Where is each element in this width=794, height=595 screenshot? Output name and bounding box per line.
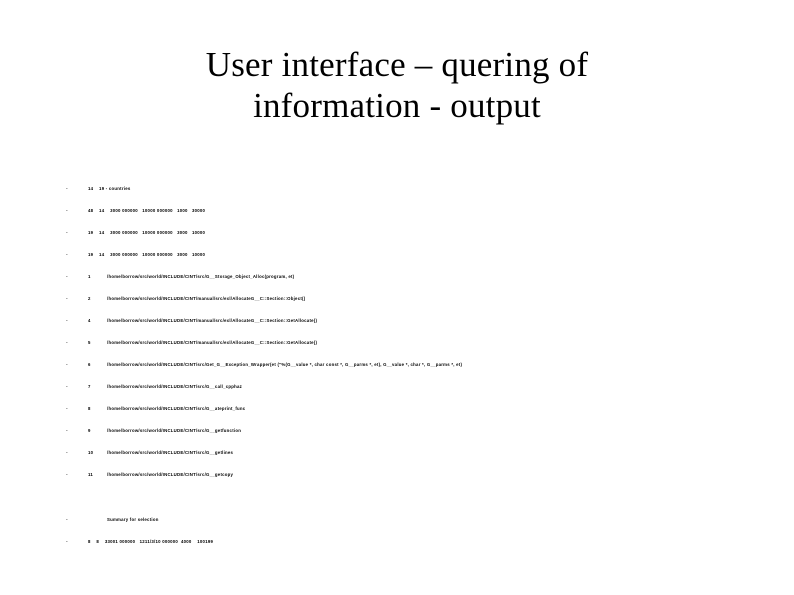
list-item-index: 7 — [88, 384, 91, 389]
list-item-index: 2 — [88, 296, 91, 301]
list-item-index: 8 — [88, 406, 91, 411]
list-item-text: /home/borrow/src/world/INCLUDE/CINT/src/… — [107, 428, 242, 433]
list-item: - 8 /home/borrow/src/world/INCLUDE/CINT/… — [0, 398, 794, 420]
slide-title-line-1: User interface – quering of — [205, 45, 589, 84]
list-item: - 6 /home/borrow/src/world/INCLUDE/CINT/… — [0, 354, 794, 376]
bullet-marker: - — [66, 208, 68, 214]
list-item-text: /home/borrow/src/world/INCLUDE/CINT/src/… — [107, 406, 246, 411]
list-item: - 10 /home/borrow/src/world/INCLUDE/CINT… — [0, 442, 794, 464]
list-item-text: /home/borrow/src/world/INCLUDE/CINT/manu… — [107, 340, 318, 345]
list-item-text: /home/borrow/src/world/INCLUDE/CINT/src/… — [107, 274, 295, 279]
list-item: - 11 /home/borrow/src/world/INCLUDE/CINT… — [0, 464, 794, 486]
list-item: - 1 /home/borrow/src/world/INCLUDE/CINT/… — [0, 266, 794, 288]
list-item-text: /home/borrow/src/world/INCLUDE/CINT/src/… — [107, 450, 234, 455]
slide-title-line-2: information - output — [253, 86, 541, 126]
list-item: - 2 /home/borrow/src/world/INCLUDE/CINT/… — [0, 288, 794, 310]
bullet-marker: - — [66, 384, 68, 390]
list-item-text: 48 14 3000 000000 10000 000000 1000 3000… — [88, 208, 206, 213]
bullet-marker: - — [66, 252, 68, 258]
bullet-marker: - — [66, 472, 68, 478]
list-item-index: 4 — [88, 318, 91, 323]
list-item-index: 11 — [88, 472, 94, 477]
bullet-marker: - — [66, 450, 68, 456]
list-item: - 19 14 3000 000000 10000 000000 3000 10… — [0, 244, 794, 266]
bullet-marker: - — [66, 517, 68, 523]
bullet-marker: - — [66, 539, 68, 545]
bullet-marker: - — [66, 428, 68, 434]
list-item-text: /home/borrow/src/world/INCLUDE/CINT/src/… — [107, 472, 234, 477]
bullet-marker: - — [66, 340, 68, 346]
bullet-marker: - — [66, 406, 68, 412]
bullet-marker: - — [66, 318, 68, 324]
list-item-text: 8 8 33001 000000 1211/3/10 000000 4000 1… — [88, 539, 214, 544]
bullet-marker: - — [66, 274, 68, 280]
list-item: - 9 /home/borrow/src/world/INCLUDE/CINT/… — [0, 420, 794, 442]
list-item-index: 1 — [88, 274, 91, 279]
list-item-text: 19 14 3000 000000 10000 000000 3000 1000… — [88, 230, 206, 235]
slide-body-list: - 14 19 - countries - 48 14 3000 000000 … — [0, 178, 794, 553]
list-item-index: 5 — [88, 340, 91, 345]
summary-label: Summary for selection — [107, 517, 159, 522]
bullet-marker: - — [66, 296, 68, 302]
list-item-text: /home/borrow/src/world/INCLUDE/CINT/manu… — [107, 318, 318, 323]
list-item: - 19 14 3000 000000 10000 000000 3000 10… — [0, 222, 794, 244]
list-item-text: 14 19 - countries — [88, 186, 131, 191]
list-item: - 7 /home/borrow/src/world/INCLUDE/CINT/… — [0, 376, 794, 398]
list-item-text: 19 14 3000 000000 10000 000000 3000 1000… — [88, 252, 206, 257]
list-item-summary: - Summary for selection — [0, 509, 794, 531]
list-item-index: 9 — [88, 428, 91, 433]
list-item-text: /home/borrow/src/world/INCLUDE/CINT/src/… — [107, 384, 243, 389]
bullet-marker: - — [66, 230, 68, 236]
list-item-text: /home/borrow/src/world/INCLUDE/CINT/src/… — [107, 362, 463, 367]
list-item-index: 6 — [88, 362, 91, 367]
slide-title: User interface – quering of information … — [57, 44, 737, 127]
list-item: - 48 14 3000 000000 10000 000000 1000 30… — [0, 200, 794, 222]
list-item: - 4 /home/borrow/src/world/INCLUDE/CINT/… — [0, 310, 794, 332]
list-item-index: 10 — [88, 450, 94, 455]
bullet-marker: - — [66, 186, 68, 192]
list-item: - 8 8 33001 000000 1211/3/10 000000 4000… — [0, 531, 794, 553]
list-item: - 5 /home/borrow/src/world/INCLUDE/CINT/… — [0, 332, 794, 354]
list-item: - 14 19 - countries — [0, 178, 794, 200]
bullet-marker: - — [66, 362, 68, 368]
list-item-text: /home/borrow/src/world/INCLUDE/CINT/manu… — [107, 296, 306, 301]
